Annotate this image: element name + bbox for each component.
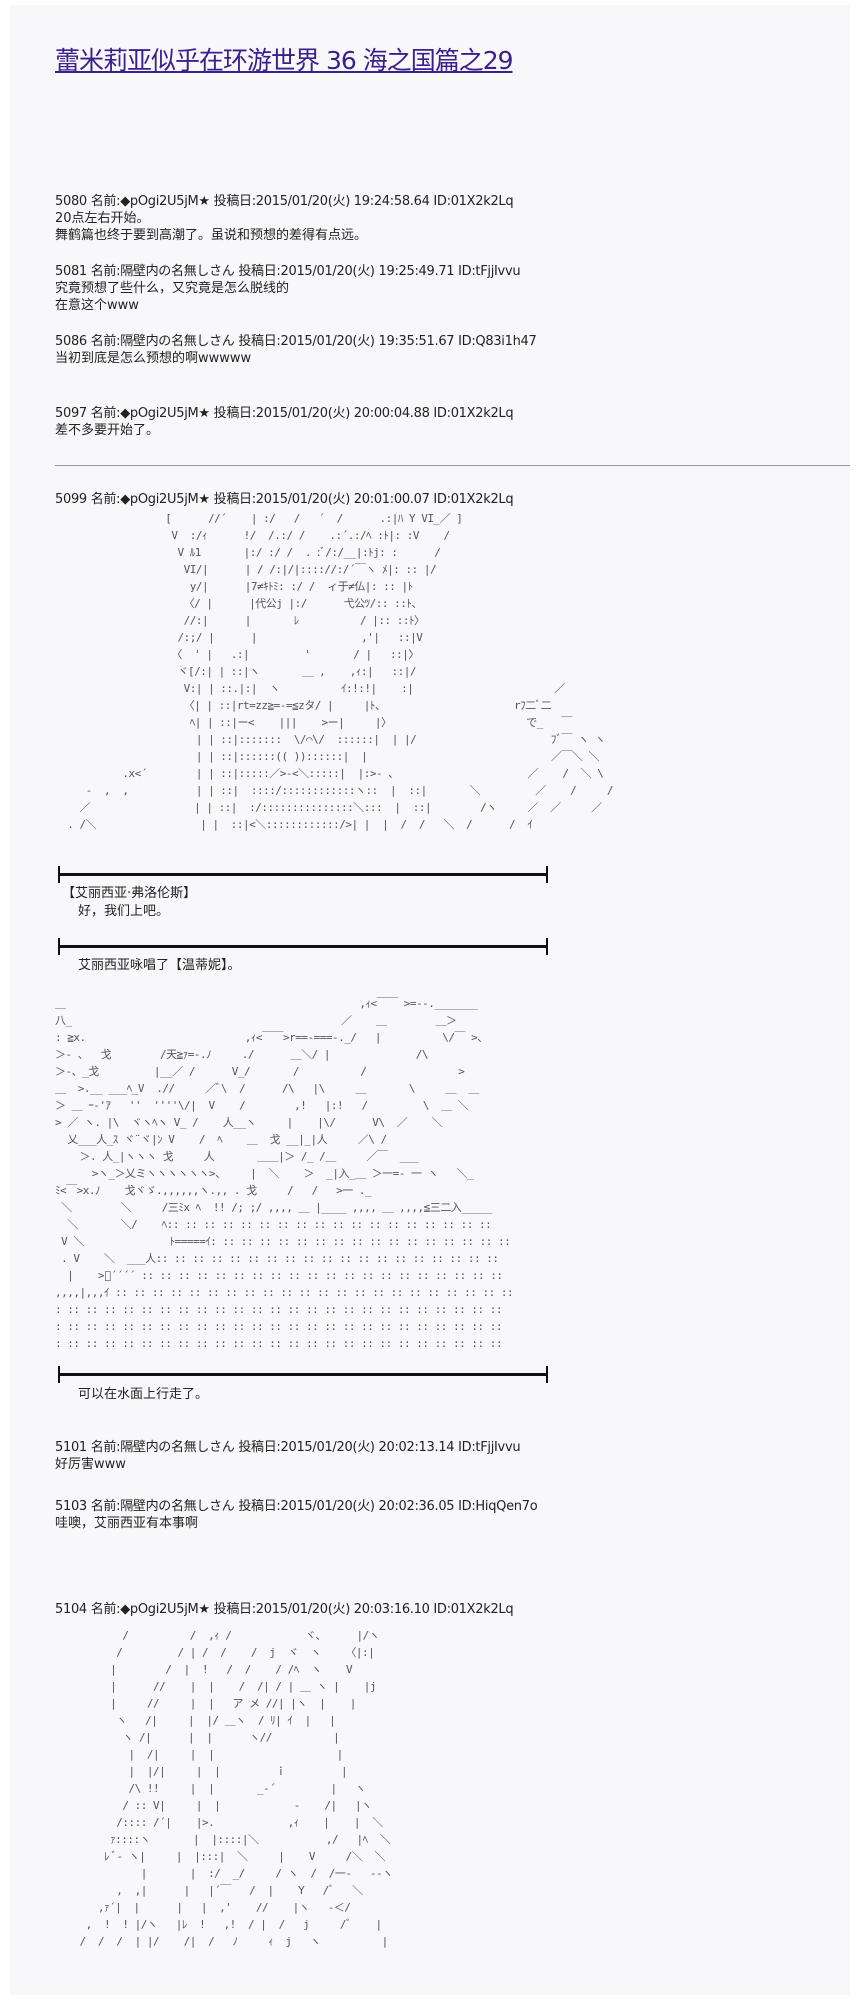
ascii-art-line: | /| | | | xyxy=(55,1748,343,1761)
ascii-art-line: ＞. 人_|ヽヽヽ 戈 人 ＿＿|＞ /_ /＿ ／￣ ___ xyxy=(55,1150,419,1163)
post-header: 5081 名前:隔壁内の名無しさん 投稿日:2015/01/20(火) 19:2… xyxy=(55,264,521,279)
ascii-art-line: | // | | / /| / | ＿ ヽ | |j xyxy=(55,1680,377,1693)
ascii-art-water: ＿ ,ｨ<￣￣ >=--._______ 八_ ／ ＿ ＿＞ : ≧x. ,ｨ<￣￣… xyxy=(55,995,514,1352)
post-5080: 5080 名前:◆pOgi2U5jM★ 投稿日:2015/01/20(火) 19… xyxy=(55,193,514,244)
ascii-art-line: .x<´ | | ::|:::::／>-<＼:::::| |:>- 、 ／ / … xyxy=(55,767,604,780)
ascii-art-line: | // | | ア メ //| |ヽ | | xyxy=(55,1697,356,1710)
post-5104: 5104 名前:◆pOgi2U5jM★ 投稿日:2015/01/20(火) 20… xyxy=(55,1601,514,1618)
ascii-art-line: / / / | |/ /| / ﾉ ｨ j ヽ | xyxy=(55,1935,388,1948)
page: 蕾米莉亚似乎在环游世界 36 海之国篇之29 5080 名前:◆pOgi2U5j… xyxy=(10,5,850,1995)
ascii-art-line: V ＼ ﾄ=====ｲ: :: :: :: :: :: :: :: :: :: … xyxy=(55,1235,511,1248)
page-title-link[interactable]: 蕾米莉亚似乎在环游世界 36 海之国篇之29 xyxy=(55,46,514,75)
ascii-art-line: >ヽ_＞乂ミヽヽヽヽヽヽ>、 | ＼ ＞ _|入_＿ ＞一=- 一 ヽ ＼_ xyxy=(55,1167,474,1180)
post-line: 舞鹤篇也终于要到高潮了。虽说和预想的差得有点远。 xyxy=(55,228,368,243)
ascii-art-line: . V ＼ ___人:: :: :: :: :: :: :: :: :: :: … xyxy=(55,1252,499,1265)
ascii-art-line: ＿ ,ｨ<￣￣ >=--._______ xyxy=(55,997,478,1010)
post-line: 究竟预想了些什么，又究竟是怎么脱线的 xyxy=(55,281,290,296)
narration-text: 艾丽西亚咏唱了【温蒂妮】。 xyxy=(78,958,241,973)
ascii-art-line: > ／ ヽ. |\ ヾヽﾍヽ V_ / 人__ヽ | |\/ V\ ／ ＼ xyxy=(55,1116,443,1129)
ascii-art-line: . /＼ | | ::|<＼::::::::::::/>| | | / / ＼ … xyxy=(55,818,533,831)
ascii-art-line: V :/ｨ !/ /.:/ / .:´.:/ﾍ :ﾄ|: :V / xyxy=(55,529,450,542)
ascii-art-line: [ //´ | :/ / ´ / .:|ﾊ Y VI_／ ] xyxy=(55,512,463,525)
ascii-art-line: V ﾙ1 |:/ :/ / . :ﾞ/:/__|:ﾄj: : / xyxy=(55,546,441,559)
speaker-label: 【艾丽西亚·弗洛伦斯】 xyxy=(62,886,197,901)
ascii-art-line: : :: :: :: :: :: :: :: :: :: :: :: :: ::… xyxy=(55,1303,502,1316)
ascii-art-line: : :: :: :: :: :: :: :: :: :: :: :: :: ::… xyxy=(55,1320,502,1333)
ascii-art-line: ／ | | ::| :/:::::::::::::::＼::: | ::| /ヽ… xyxy=(55,801,602,814)
post-5103: 5103 名前:隔壁内の名無しさん 投稿日:2015/01/20(火) 20:0… xyxy=(55,1498,538,1532)
post-5081: 5081 名前:隔壁内の名無しさん 投稿日:2015/01/20(火) 19:2… xyxy=(55,263,521,314)
post-5101: 5101 名前:隔壁内の名無しさん 投稿日:2015/01/20(火) 20:0… xyxy=(55,1439,521,1473)
ascii-art-line: / / | / / / j ヾ ヽ 〈|:| xyxy=(55,1646,375,1659)
post-header: 5103 名前:隔壁内の名無しさん 投稿日:2015/01/20(火) 20:0… xyxy=(55,1499,538,1514)
ascii-art-line: / / ,ｨ / ヾ、 |/ヽ xyxy=(55,1629,380,1642)
ascii-art-line: ﾚ ﾞ- ヽ| | |:::| ＼ | V /＼ ＼ xyxy=(55,1850,386,1863)
ascii-art-line: | | ::|::::::: \/⌒\/ ::::::| | |/ ﾌﾞ￣ ヽ … xyxy=(55,733,606,746)
ascii-art-line: ＞- 、 戈 /天≧ｧ=-.ﾉ ./ ＿＼/ | /\ xyxy=(55,1048,429,1061)
ascii-art-line: ＼ ＼ /三ﾐx ﾍ !! /; ;/ ,,,, ＿ |____ ,,,, ＿ … xyxy=(55,1201,492,1214)
scene-separator xyxy=(58,866,548,883)
post-header: 5099 名前:◆pOgi2U5jM★ 投稿日:2015/01/20(火) 20… xyxy=(55,492,514,507)
ascii-art-line: /:;/ | | ,'| ::|V xyxy=(55,631,423,644)
ascii-art-line: , ! ! |/ヽ |ﾚ ! ,! / | / j /ﾞ | xyxy=(55,1918,383,1931)
post-line: 在意这个www xyxy=(55,298,139,313)
ascii-art-line: | >ﾞ´´´´ :: :: :: :: :: :: :: :: :: :: :… xyxy=(55,1269,503,1282)
ascii-art-line: //:| | ﾚ / |:: ::ﾄ〉 xyxy=(55,614,425,627)
narration-text: 可以在水面上行走了。 xyxy=(78,1387,209,1402)
ascii-art-line: 〈 ' | .:| ' / | ::|〉 xyxy=(55,648,419,661)
ascii-art-line: /\ !! | | _-´ | ヽ xyxy=(55,1782,366,1795)
ascii-art-line: ,ｧ´| | | | ,' // |ヽ -＜/ xyxy=(55,1901,351,1914)
ascii-art-line: ヽ /| | | ヽ// | xyxy=(55,1731,340,1744)
post-line: 20点左右开始。 xyxy=(55,211,150,226)
ascii-art-line: | | ::|::::::(( ))::::::| | ／￣＼ ＼ xyxy=(55,750,600,763)
ascii-art-line: ﾐ<￣>x.ﾉ 戈ヾゞ.,,,,,,ヽ.,, . 戈 / / >一 ._ xyxy=(55,1184,372,1197)
ascii-art-line: ﾍ| | ::|ー< ||| >ー| |〉 で_ ￣ xyxy=(55,716,573,729)
ascii-art-line: 〈/ | |代公j |:/ 弋公ﾂ/:: ::ﾄ、 xyxy=(55,597,423,610)
ascii-art-line: | |/| | | ｉ | xyxy=(55,1765,348,1778)
ascii-art-line: V:| | ::.|:| ヽ ｲ:!:!| :| ／ xyxy=(55,682,566,695)
post-header: 5086 名前:隔壁内の名無しさん 投稿日:2015/01/20(火) 19:3… xyxy=(55,334,537,349)
post-5099: 5099 名前:◆pOgi2U5jM★ 投稿日:2015/01/20(火) 20… xyxy=(55,491,514,508)
ascii-art-line: , ,| | |´￣ / | Y /ﾞ ＼ xyxy=(55,1884,363,1897)
ascii-art-line: | / | ! / / / /ﾍ ヽ V xyxy=(55,1663,353,1676)
ascii-art-line: / :: V| | | - /| |ヽ xyxy=(55,1799,372,1812)
scene-separator xyxy=(58,938,548,955)
post-header: 5080 名前:◆pOgi2U5jM★ 投稿日:2015/01/20(火) 19… xyxy=(55,194,514,209)
ascii-art-line: ＿ >.__ ___ﾍ_V .// ／ﾞ\ / /\ |\ ＿ \ ＿ ＿ xyxy=(55,1082,479,1095)
ascii-art-line: | | :/ _/ / ヽ / /一- --ヽ xyxy=(55,1867,393,1880)
ascii-art-line: VI/| | / /:|/|:::://:/´￣ヽ ﾒ|: :: |/ xyxy=(55,563,437,576)
ascii-art-line: 八_ ／ ＿ ＿＞ xyxy=(55,1014,457,1027)
post-line: 好厉害www xyxy=(55,1457,126,1472)
ascii-art-line: ＼ ＼/ ﾍ:: :: :: :: :: :: :: :: :: :: :: :… xyxy=(55,1218,492,1231)
divider xyxy=(55,465,850,466)
post-header: 5104 名前:◆pOgi2U5jM★ 投稿日:2015/01/20(火) 20… xyxy=(55,1602,514,1617)
ascii-art-line: 〈| | ::|rt=zz≧=-=≦zタ/ | |ﾄ、 rﾌ二ﾞ二 xyxy=(55,699,552,712)
post-header: 5097 名前:◆pOgi2U5jM★ 投稿日:2015/01/20(火) 20… xyxy=(55,406,514,421)
ascii-art-character-2: / / ,ｨ / ヾ、 |/ヽ / / | / / / j ヾ ヽ 〈|:| |… xyxy=(55,1627,393,1950)
ascii-art-line: : ≧x. ,ｨ<￣￣>r==-===-._/ | \/￣ >、 xyxy=(55,1031,488,1044)
post-5097: 5097 名前:◆pOgi2U5jM★ 投稿日:2015/01/20(火) 20… xyxy=(55,405,514,439)
ascii-art-line: ヾ[/:| | ::|ヽ ＿ , ,ｨ:| ::|/ xyxy=(55,665,416,678)
ascii-art-line: ヽ /| | |/ ＿ヽ / ﾘ| ｲ | | xyxy=(55,1714,336,1727)
ascii-art-character: [ //´ | :/ / ´ / .:|ﾊ Y VI_／ ] V :/ｨ !/ … xyxy=(55,510,613,833)
ascii-art-line: ｧ::::ヽ | |::::|＼ ,/ |ﾍ ＼ xyxy=(55,1833,391,1846)
ascii-art-line: : :: :: :: :: :: :: :: :: :: :: :: :: ::… xyxy=(55,1337,502,1350)
post-header: 5101 名前:隔壁内の名無しさん 投稿日:2015/01/20(火) 20:0… xyxy=(55,1440,521,1455)
ascii-art-line: - , , | | ::| ::::/::::::::::::ヽ:: | ::|… xyxy=(55,784,614,797)
dialogue-text: 好，我们上吧。 xyxy=(78,904,170,919)
ascii-art-line: y/| |7≠ｷﾄﾐ: :/ / ィ于≠仏|: :: |ﾄ xyxy=(55,580,413,593)
post-line: 当初到底是怎么预想的啊wwwww xyxy=(55,351,252,366)
post-line: 差不多要开始了。 xyxy=(55,423,160,438)
post-line: 哇噢，艾丽西亚有本事啊 xyxy=(55,1516,199,1531)
ascii-art-line: ,,,,|,,,ｲ :: :: :: :: :: :: :: :: :: :: … xyxy=(55,1286,514,1299)
ascii-art-line: /:::: /´| |>. ,ｨ | | ＼ xyxy=(55,1816,383,1829)
ascii-art-line: 乂___人_ｽ ヾ¨ヾ|ﾝ V / ﾍ ＿ 戈 __|_|人 ／\ / xyxy=(55,1133,387,1146)
ascii-art-line: ＞ ＿ ｰ-'ｱ '' ''''\/| V / ,! |:! / \ ＿ ＼ xyxy=(55,1099,469,1112)
post-5086: 5086 名前:隔壁内の名無しさん 投稿日:2015/01/20(火) 19:3… xyxy=(55,333,537,367)
scene-separator xyxy=(58,1366,548,1383)
ascii-art-line: ＞-、_戈 |__／ / V_/ / / > xyxy=(55,1065,465,1078)
